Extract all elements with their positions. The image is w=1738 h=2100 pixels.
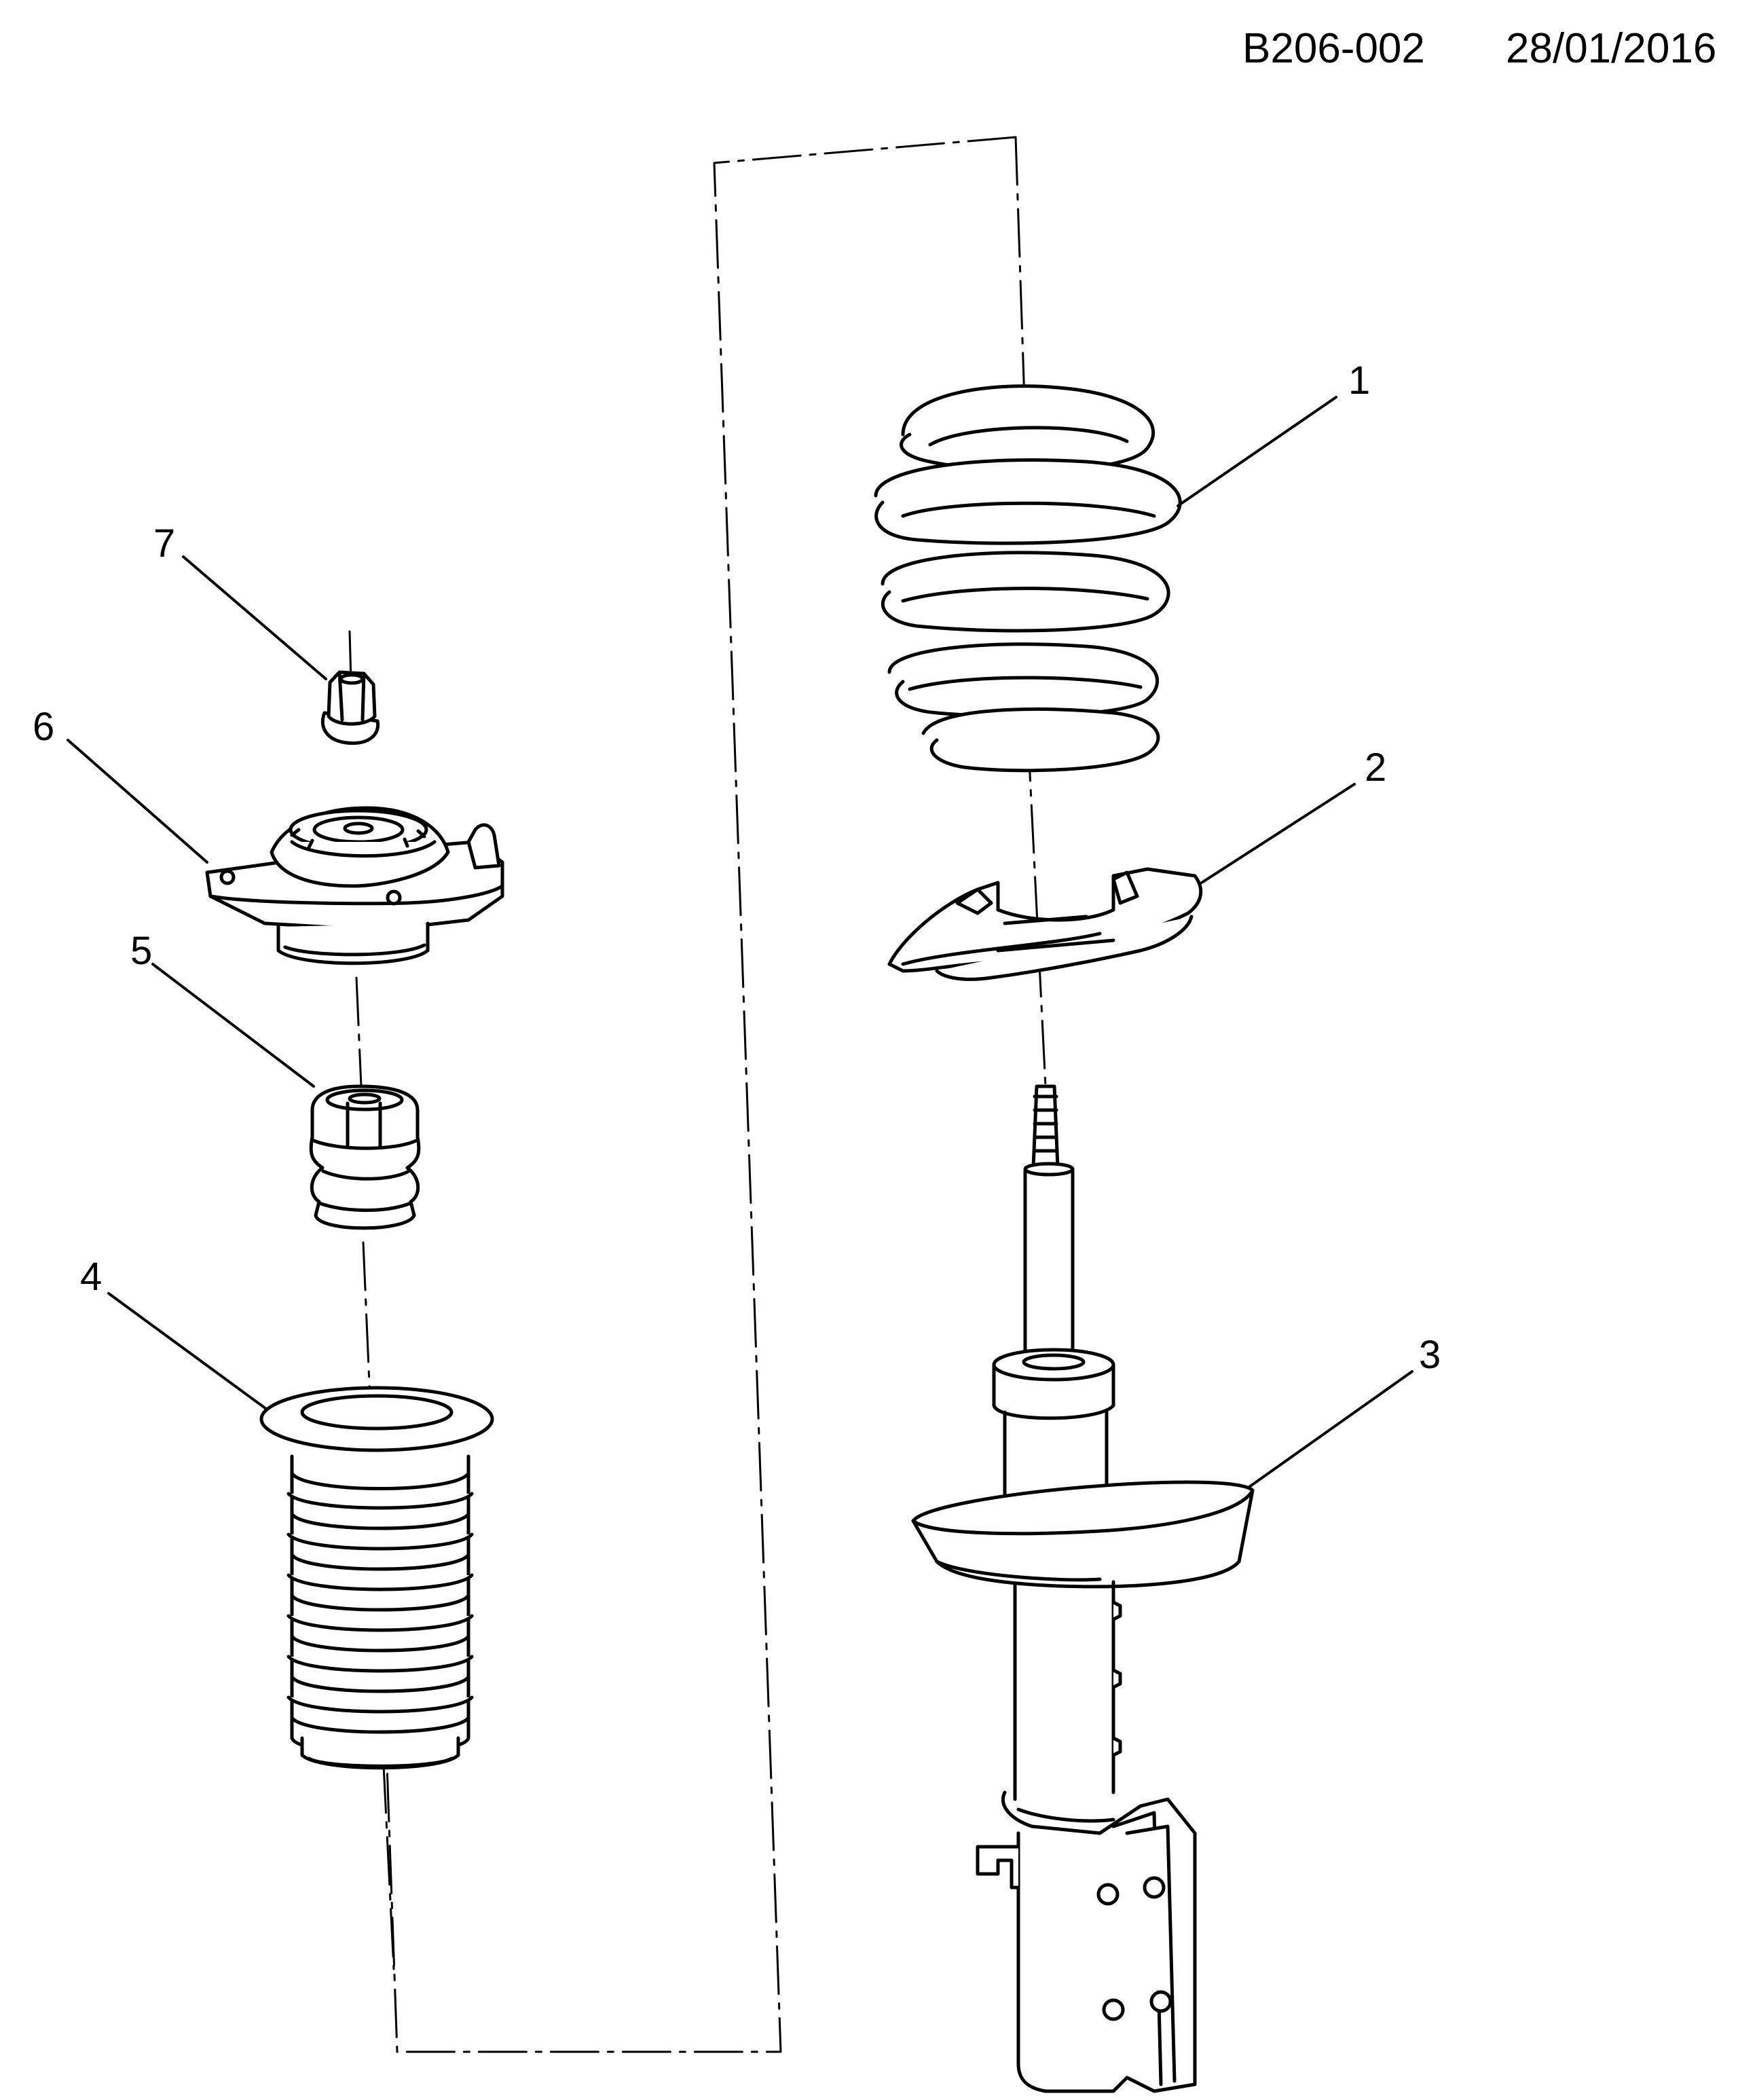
callout-6: 6 [33,705,54,749]
callout-3: 3 [1419,1333,1441,1377]
bump-stop [309,1084,421,1230]
callout-4: 4 [80,1255,102,1299]
coil-spring [874,384,1182,773]
flange-nut [320,670,380,745]
dust-boot [259,1386,494,1770]
callout-7: 7 [153,521,175,566]
callout-numbers: 1 2 3 4 5 6 7 [33,358,1441,1377]
callout-2: 2 [1365,745,1386,790]
strut-top-mount [205,806,504,965]
leader-lines [67,396,1413,1488]
diagram-date: 28/01/2016 [1506,25,1717,72]
strut-assembly [911,1084,1255,2093]
callout-5: 5 [130,929,152,973]
spring-seat [887,867,1203,981]
diagram-code: B206-002 [1242,25,1425,72]
callout-1: 1 [1348,358,1370,403]
